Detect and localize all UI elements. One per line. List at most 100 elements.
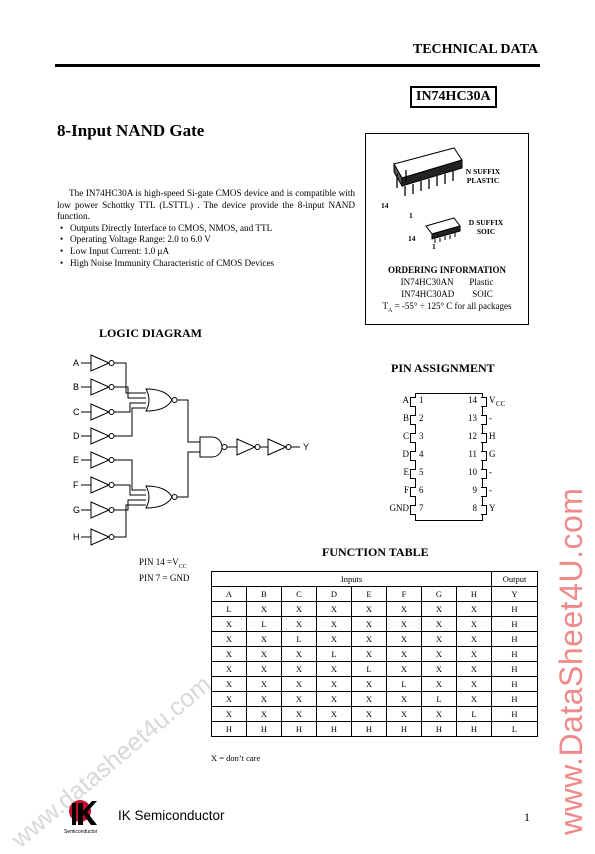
description: The IN74HC30A is high-speed Si-gate CMOS…	[57, 188, 355, 269]
inverter-gate	[267, 438, 288, 456]
ordering-title: ORDERING INFORMATION	[387, 265, 507, 275]
header-rule	[55, 64, 540, 67]
function-table-title: FUNCTION TABLE	[322, 545, 429, 559]
table-cell: X	[456, 676, 492, 692]
table-cell: X	[386, 631, 422, 647]
feature-item: Outputs Directly Interface to CMOS, NMOS…	[57, 223, 355, 235]
table-cell: X	[316, 631, 352, 647]
table-cell: X	[316, 616, 352, 632]
wire	[114, 362, 146, 394]
table-cell: X	[281, 691, 317, 707]
table-cell: X	[421, 646, 457, 662]
table-cell: H	[351, 721, 387, 737]
table-cell: H	[386, 721, 422, 737]
table-note: X = don’t care	[211, 753, 261, 763]
pin-stub	[481, 451, 487, 461]
table-cell: L	[211, 601, 247, 617]
pin-number: 12	[468, 431, 477, 441]
inverter-gate	[90, 528, 111, 546]
pin-name-right: V	[489, 395, 496, 405]
soic-pin14-label: 14	[408, 234, 416, 243]
pin-name-left: GND	[389, 503, 410, 513]
logo-sub: Semiconductor	[64, 829, 98, 835]
table-cell: X	[421, 601, 457, 617]
table-cell: X	[281, 646, 317, 662]
table-cell: H	[491, 691, 538, 707]
description-intro: The IN74HC30A is high-speed Si-gate CMOS…	[57, 188, 355, 222]
pin-stub	[410, 415, 416, 425]
pin-name-left: D	[402, 449, 410, 459]
temperature-range: TA = -55° ÷ 125° C for all packages	[382, 301, 512, 314]
input-label: B	[73, 382, 79, 392]
ordering-row: IN74HC30AD SOIC	[401, 289, 493, 299]
pin-stub	[410, 469, 416, 479]
table-cell: H	[281, 721, 317, 737]
pin-stub	[410, 505, 416, 515]
table-cell: X	[281, 706, 317, 722]
pin-number: 2	[419, 413, 424, 423]
table-cell: H	[421, 721, 457, 737]
wire	[114, 407, 146, 437]
table-cell: H	[491, 631, 538, 647]
table-cell: X	[386, 616, 422, 632]
header-title: TECHNICAL DATA	[412, 42, 538, 57]
table-cell: X	[211, 691, 247, 707]
pin-name-right: Y	[489, 503, 496, 513]
feature-item: Operating Voltage Range: 2.0 to 6.0 V	[57, 234, 355, 246]
table-cell: X	[246, 676, 282, 692]
table-cell: X	[386, 601, 422, 617]
gate-bubble	[221, 444, 228, 450]
nor-gate	[145, 485, 173, 509]
table-cell: X	[211, 661, 247, 677]
pin-number: 8	[472, 503, 478, 513]
page-number: 1	[524, 810, 530, 824]
table-cell: X	[351, 631, 387, 647]
pin-name-right: G	[489, 449, 496, 459]
wire	[114, 402, 146, 413]
column-header: D	[316, 586, 352, 602]
column-header: E	[351, 586, 387, 602]
table-cell: X	[211, 646, 247, 662]
table-cell: X	[456, 646, 492, 662]
table-cell: H	[211, 721, 247, 737]
table-cell: X	[386, 706, 422, 722]
pin-note: PIN 14 =VCC PIN 7 = GND	[139, 557, 189, 584]
table-cell: X	[211, 631, 247, 647]
table-cell: X	[246, 631, 282, 647]
output-header: Output	[491, 571, 538, 587]
pin-stub	[481, 487, 487, 497]
inputs-header: Inputs	[211, 571, 492, 587]
pin-number: 3	[419, 431, 424, 441]
table-cell: X	[281, 661, 317, 677]
inverter-gate	[236, 438, 257, 456]
ik-logo: Semiconductor	[64, 800, 98, 835]
pin-name-left: B	[402, 413, 409, 423]
pin-name-left: C	[402, 431, 409, 441]
inverter-gate	[90, 427, 111, 445]
table-cell: X	[316, 661, 352, 677]
pin-number: 9	[472, 485, 478, 495]
table-cell: X	[211, 616, 247, 632]
dip-pin1-label: 1	[409, 211, 413, 220]
pin-name-right: -	[489, 413, 492, 423]
table-cell: X	[351, 601, 387, 617]
table-cell: H	[491, 676, 538, 692]
inverter-gate	[90, 501, 111, 519]
pin-note-vcc: PIN 14 =VCC	[139, 557, 187, 570]
table-cell: X	[421, 631, 457, 647]
wire	[114, 484, 146, 496]
table-cell: X	[316, 706, 352, 722]
table-cell: X	[421, 706, 457, 722]
pin-number: 11	[468, 449, 477, 459]
side-watermark: www.DataSheet4U.com	[553, 487, 589, 835]
table-cell: X	[421, 676, 457, 692]
pin-note-gnd: PIN 7 = GND	[139, 572, 190, 583]
table-cell: X	[316, 601, 352, 617]
table-cell: X	[351, 676, 387, 692]
